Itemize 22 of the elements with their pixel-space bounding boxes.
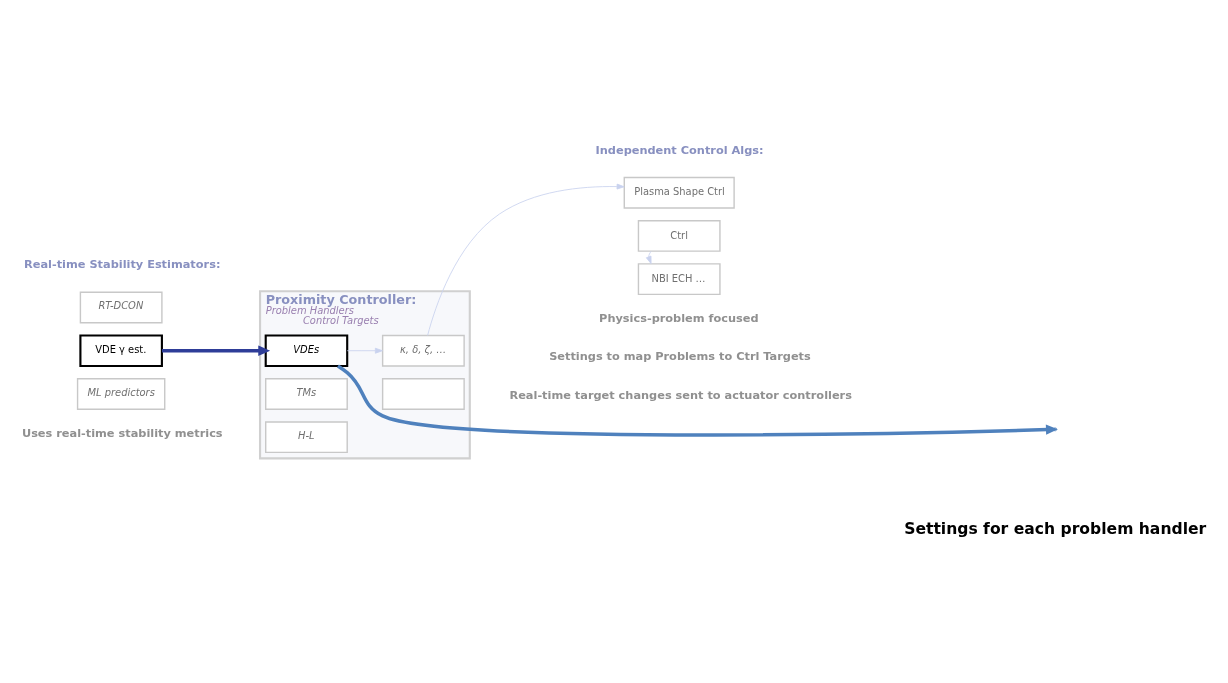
arrow: [427, 183, 625, 336]
arrow: [346, 347, 383, 354]
node-box: VDEs: [264, 334, 349, 367]
label: Settings to map Problems to Ctrl Targets: [549, 349, 811, 364]
label: Real-time target changes sent to actuator controllers: [509, 387, 852, 402]
label: Real-time Stability Estimators:: [24, 257, 221, 272]
node-box: TMs: [265, 378, 348, 410]
node-box: VDE γ est.: [79, 334, 163, 367]
node-box: H-L: [265, 421, 348, 454]
arrow: [645, 250, 652, 265]
node-box: Plasma Shape Ctrl: [623, 176, 735, 209]
node-box: Ctrl: [637, 219, 721, 252]
label: Uses real-time stability metrics: [21, 426, 223, 441]
node-box: ML predictors: [76, 378, 166, 410]
node-text: Settings for each problem handler: [904, 519, 1207, 538]
arrow: [162, 345, 271, 356]
label: Physics-problem focused: [599, 311, 759, 326]
node-box: [381, 378, 465, 410]
node-box: NBI ECH …: [637, 263, 721, 296]
node-box: RT-DCON: [79, 291, 163, 324]
label: Independent Control Algs:: [595, 142, 764, 157]
node-box: κ, δ, ζ, …: [381, 334, 465, 367]
